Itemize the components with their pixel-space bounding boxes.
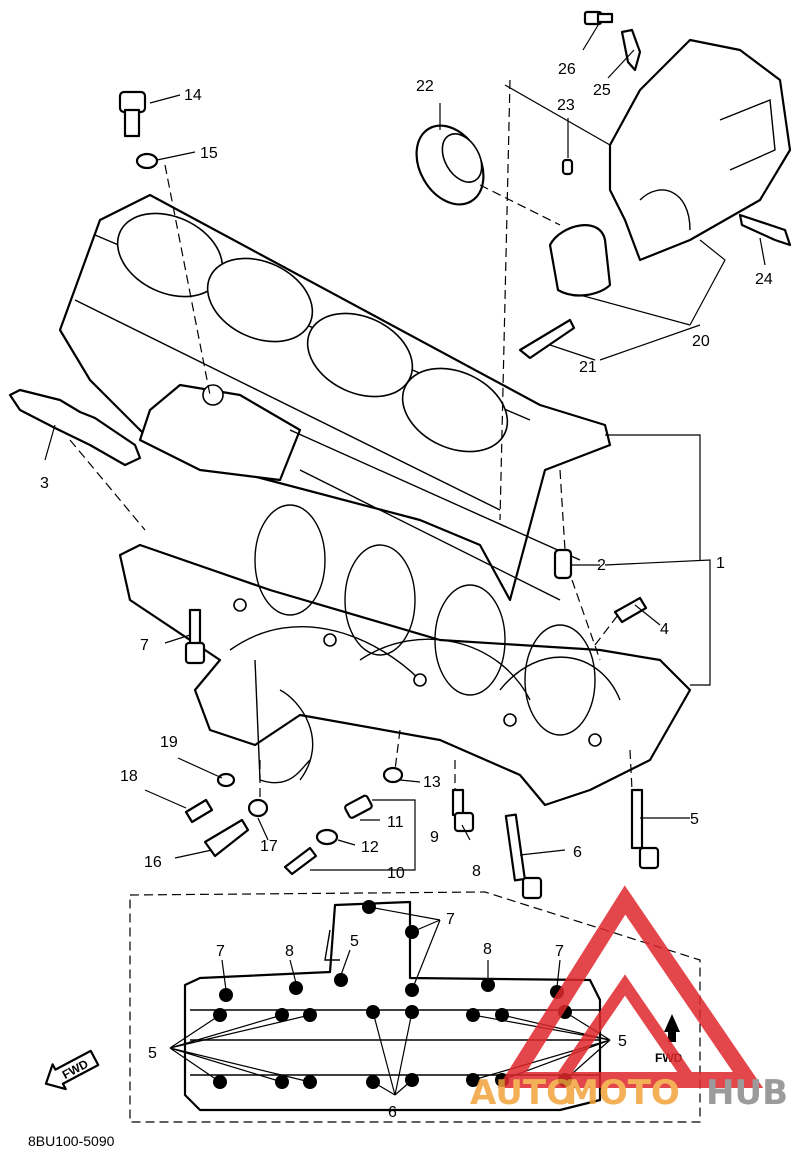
callout-18: 18 — [120, 768, 138, 785]
inset-callout-7-right: 7 — [555, 943, 564, 960]
lower-crankcase — [118, 504, 692, 807]
crank-journals — [254, 504, 596, 736]
upper-crankcase — [58, 193, 612, 602]
callout-11: 11 — [387, 814, 404, 831]
alignment-lines — [69, 79, 633, 800]
bearing-cap — [548, 224, 612, 297]
fwd-arrow-icon: FWD — [44, 1049, 100, 1091]
inset-callout-6: 6 — [388, 1104, 397, 1121]
inset-leader-lines — [169, 906, 611, 1096]
bolt-26 — [583, 10, 614, 26]
watermark-text-hub: HUB — [706, 1073, 788, 1113]
washer-19 — [216, 772, 236, 788]
callout-labels: 1 2 3 4 5 6 7 8 9 10 11 12 13 14 15 16 1… — [40, 61, 773, 882]
bolt-21 — [518, 318, 576, 360]
cylinder-bores — [116, 212, 509, 453]
callout-25: 25 — [593, 82, 611, 99]
inset-callout-8-left: 8 — [285, 943, 294, 960]
bolt-6 — [504, 813, 543, 900]
callout-6: 6 — [573, 844, 582, 861]
callout-17: 17 — [260, 838, 278, 855]
bearing — [415, 124, 485, 206]
callout-9: 9 — [430, 829, 439, 846]
watermark-text-moto: MOTO — [565, 1073, 680, 1113]
callout-24: 24 — [755, 271, 773, 288]
callout-26: 26 — [558, 61, 576, 78]
bolt-7 — [184, 608, 206, 665]
dowel-23 — [561, 158, 574, 176]
callout-19: 19 — [160, 734, 178, 751]
union-11 — [344, 794, 373, 819]
washer-15 — [135, 152, 159, 170]
washer-17 — [247, 798, 269, 818]
gasket-strip — [8, 388, 142, 467]
watermark-text-auto: AUTO — [470, 1073, 575, 1113]
plug-4 — [613, 596, 648, 624]
callout-16: 16 — [144, 854, 162, 871]
dowel-2 — [553, 548, 573, 580]
fitting-10 — [283, 846, 318, 876]
callout-21: 21 — [579, 359, 597, 376]
callout-2: 2 — [597, 557, 606, 574]
oring-12 — [315, 828, 339, 846]
callout-13: 13 — [423, 774, 441, 791]
callout-5: 5 — [690, 811, 699, 828]
bolt-16 — [203, 818, 250, 858]
inset-callout-8-right: 8 — [483, 941, 492, 958]
callout-8: 8 — [472, 863, 481, 880]
callout-23: 23 — [557, 97, 575, 114]
leader-lines — [44, 21, 766, 871]
bolt-14 — [118, 90, 147, 138]
callout-1: 1 — [716, 555, 725, 572]
callout-15: 15 — [200, 145, 218, 162]
inset-callout-5-top: 5 — [350, 933, 359, 950]
diagram-code: 8BU100-5090 — [28, 1133, 115, 1149]
bolt-18 — [184, 798, 214, 824]
bolt-layout-inset: 5 5 5 6 7 7 7 8 8 FWD — [129, 891, 701, 1123]
callout-4: 4 — [660, 621, 669, 638]
callout-12: 12 — [361, 839, 379, 856]
washer-13 — [382, 766, 404, 784]
bracket-25 — [620, 28, 642, 72]
callout-10: 10 — [387, 865, 405, 882]
bolt-8 — [451, 788, 475, 833]
inset-callout-7-left: 7 — [216, 943, 225, 960]
bolt-5 — [630, 788, 660, 870]
inset-callout-5-right: 5 — [618, 1033, 627, 1050]
callout-3: 3 — [40, 475, 49, 492]
inset-callout-7-top: 7 — [446, 911, 455, 928]
callout-14: 14 — [184, 87, 202, 104]
watermark-triangle-icon — [497, 885, 764, 1088]
callout-20: 20 — [692, 333, 710, 350]
bolt-24 — [738, 213, 792, 247]
crankcase-cover — [608, 38, 792, 262]
callout-22: 22 — [416, 78, 434, 95]
inset-callout-5-left: 5 — [148, 1045, 157, 1062]
watermark-logo: AUTO MOTO HUB — [470, 885, 788, 1113]
callout-7: 7 — [140, 637, 149, 654]
